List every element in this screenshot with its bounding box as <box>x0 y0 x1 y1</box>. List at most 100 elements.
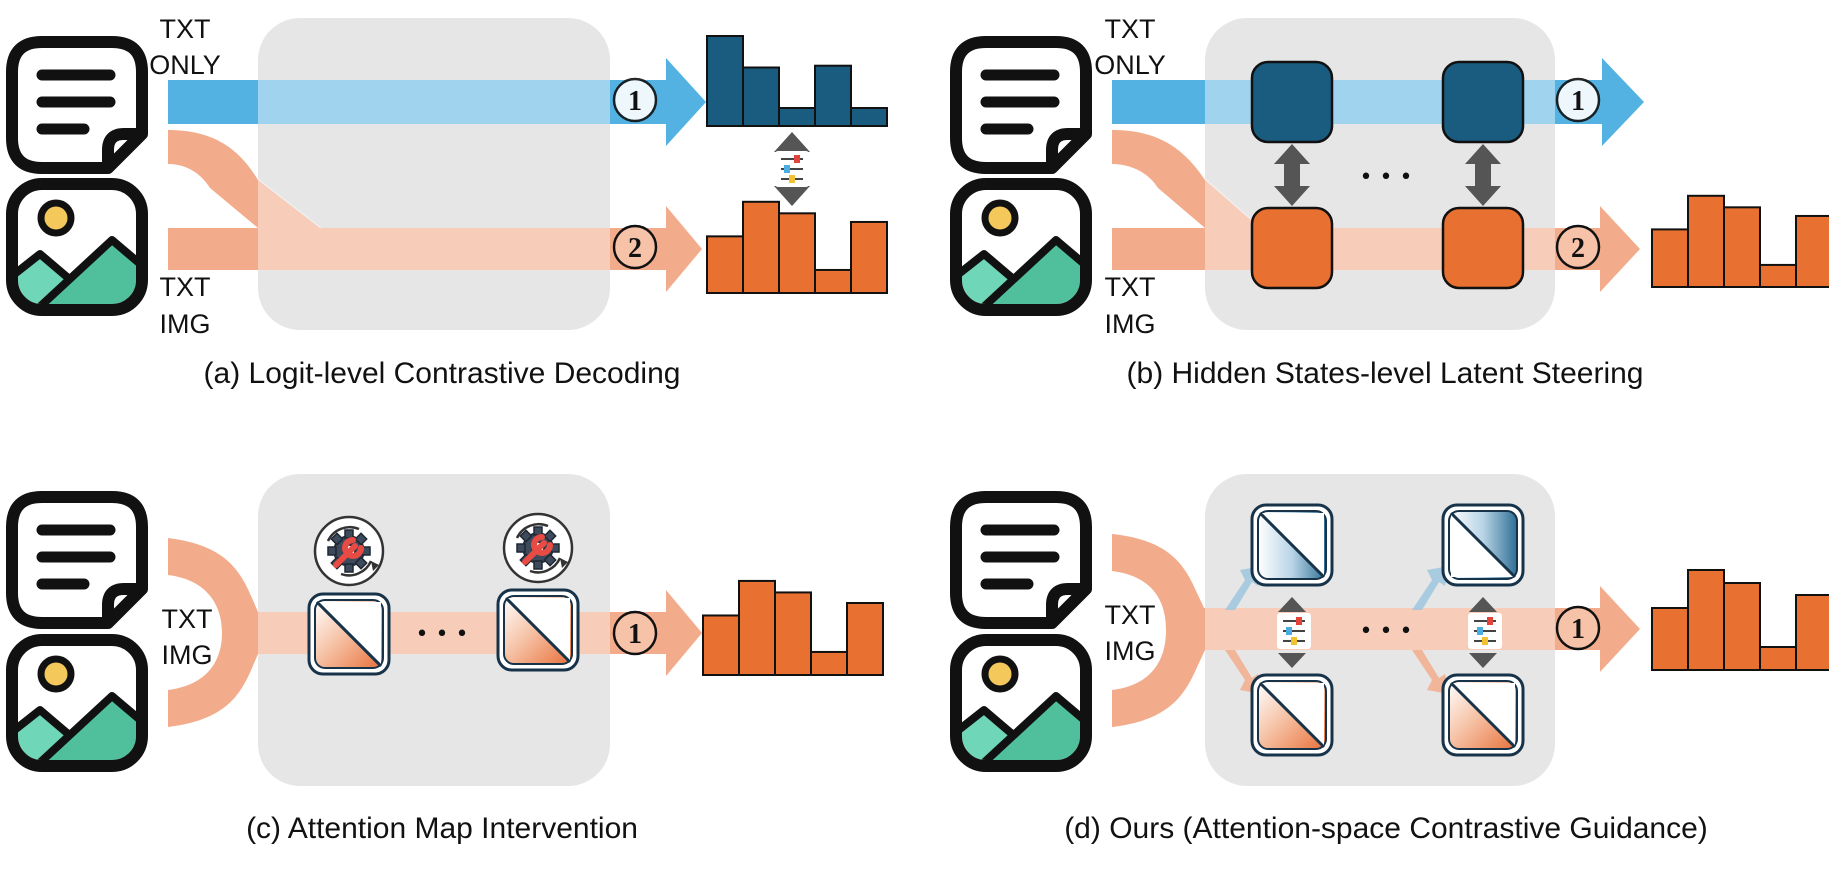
img-hidden-state-n <box>1441 206 1525 290</box>
contrast-arrow-1 <box>1276 597 1312 668</box>
ellipsis: • • • <box>1360 619 1413 644</box>
histogram-bar <box>706 235 744 294</box>
histogram-bar <box>846 602 884 676</box>
marker-2-label: 2 <box>628 233 642 264</box>
txt-attention-map-n <box>1441 503 1525 587</box>
top-input-label-line2: ONLY <box>1094 50 1166 80</box>
histogram-bar <box>850 220 888 295</box>
top-input-label-line1: TXT <box>1105 14 1156 44</box>
img-hidden-state-1 <box>1250 206 1334 290</box>
marker-1 <box>612 77 658 123</box>
histogram-bar <box>778 107 816 127</box>
histogram-bar <box>702 614 740 676</box>
contrast-arrow <box>774 132 810 206</box>
marker-1 <box>612 610 658 656</box>
panel-a-caption: (a) Logit-level Contrastive Decoding <box>204 357 681 390</box>
model-block <box>258 18 610 330</box>
marker-2 <box>1555 224 1601 270</box>
output-logits-histogram <box>702 579 884 677</box>
marker-1-label: 1 <box>1571 86 1585 117</box>
bottom-input-label-line1: TXT <box>160 272 211 302</box>
panel-b-caption: (b) Hidden States-level Latent Steering <box>1127 357 1644 390</box>
txt-only-stream <box>168 58 706 146</box>
gear-wrench-icon <box>315 517 383 585</box>
contrast-arrow-n <box>1467 597 1503 668</box>
histogram-bar <box>1687 194 1725 288</box>
histogram-bar <box>1723 582 1761 671</box>
histogram-bar <box>1795 594 1829 671</box>
branch-arrows <box>1225 566 1449 694</box>
top-input-label-line1: TXT <box>160 14 211 44</box>
ellipsis: • • • <box>416 622 469 647</box>
histogram-bar <box>814 64 852 127</box>
bottom-input-label-line1: TXT <box>1105 272 1156 302</box>
histogram-bar <box>1723 206 1761 289</box>
marker-1-label: 1 <box>628 86 642 117</box>
gear-wrench-icon <box>504 514 572 582</box>
histogram-bar <box>1687 569 1725 671</box>
marker-1-label: 1 <box>1571 614 1585 645</box>
document-icon <box>12 42 142 168</box>
histogram-bar <box>1759 646 1797 671</box>
histogram-bar <box>810 650 848 677</box>
panel-c-caption: (c) Attention Map Intervention <box>246 812 638 845</box>
histogram-bar <box>850 107 888 127</box>
document-icon <box>956 42 1086 168</box>
panel-d: • • • 1 TXT IMG (d) Ours (Attention-spac… <box>951 474 1829 845</box>
bottom-input-label-line2: IMG <box>1105 309 1156 339</box>
marker-2 <box>612 224 658 270</box>
input-label-line2: IMG <box>1105 636 1156 666</box>
top-input-label-line2: ONLY <box>149 50 221 80</box>
image-icon <box>7 640 152 770</box>
histogram-bar <box>774 591 812 676</box>
txt-hidden-state-1 <box>1250 60 1334 144</box>
histogram-bar <box>742 66 780 127</box>
output-logits-histogram <box>1651 569 1829 671</box>
img-attention-map-n <box>1441 673 1525 757</box>
txt-hidden-state-n <box>1441 60 1525 144</box>
ellipsis: • • • <box>1360 165 1413 190</box>
txt-img-stream <box>168 538 702 727</box>
attention-map-n <box>496 588 580 672</box>
marker-1 <box>1555 77 1601 123</box>
document-icon <box>956 497 1086 623</box>
document-icon <box>12 497 142 623</box>
panel-b: • • • 1 2 TXT ONLY TXT IMG (b) Hidden St… <box>951 14 1829 390</box>
img-attention-map-1 <box>1250 673 1334 757</box>
panel-a: 1 2 TXT ONLY TXT IMG (a) Logit-level Con… <box>7 14 888 390</box>
txt-img-stream <box>1112 534 1640 727</box>
tuning-sliders-icon <box>774 150 810 188</box>
input-label-line1: TXT <box>162 604 213 634</box>
txt-img-logits-histogram <box>1651 194 1829 289</box>
tuning-sliders-icon <box>1467 612 1503 650</box>
image-icon <box>951 640 1096 770</box>
histogram-bar <box>1795 214 1829 289</box>
histogram-bar <box>738 579 776 676</box>
attention-map-1 <box>307 592 391 676</box>
histogram-bar <box>1651 607 1689 671</box>
txt-only-logits-histogram <box>706 35 888 127</box>
histogram-bar <box>1651 228 1689 288</box>
bottom-input-label-line2: IMG <box>160 309 211 339</box>
histogram-bar <box>1759 263 1797 289</box>
txt-img-stream <box>168 130 702 292</box>
marker-1-label: 1 <box>628 619 642 650</box>
histogram-bar <box>814 268 852 294</box>
steering-arrow-1 <box>1274 144 1310 206</box>
histogram-bar <box>742 200 780 294</box>
marker-1 <box>1555 605 1601 651</box>
image-icon <box>7 184 152 314</box>
tuning-sliders-icon <box>1276 612 1312 650</box>
marker-2-label: 2 <box>1571 233 1585 264</box>
input-label-line1: TXT <box>1105 600 1156 630</box>
histogram-bar <box>706 35 744 127</box>
panel-d-caption: (d) Ours (Attention-space Contrastive Gu… <box>1064 812 1708 845</box>
steering-arrow-n <box>1465 144 1501 206</box>
txt-img-logits-histogram <box>706 200 888 295</box>
panel-c: • • • 1 TXT IMG (c) Attention Map Interv… <box>7 474 884 845</box>
input-label-line2: IMG <box>162 640 213 670</box>
image-icon <box>951 184 1096 314</box>
txt-attention-map-1 <box>1250 503 1334 587</box>
histogram-bar <box>778 212 816 295</box>
